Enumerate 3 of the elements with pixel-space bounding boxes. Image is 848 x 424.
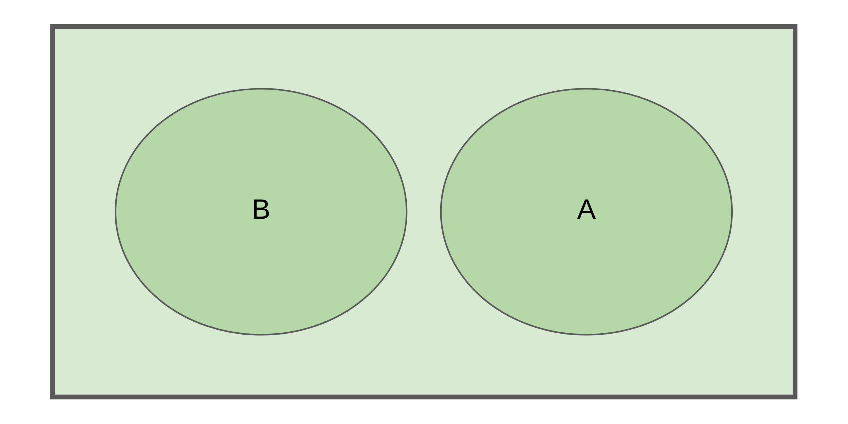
cluster xyxy=(50,24,798,400)
node-ellipse: B xyxy=(114,88,408,336)
node-ellipse: A xyxy=(440,88,734,336)
